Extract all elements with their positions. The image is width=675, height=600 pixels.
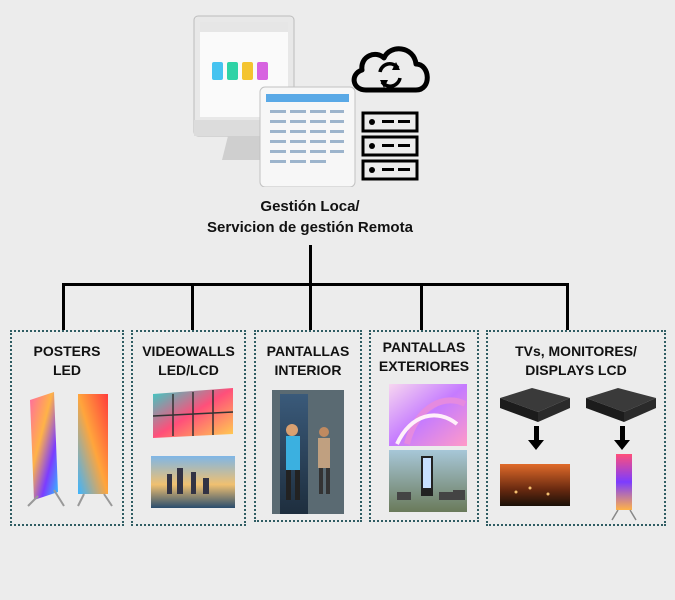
category-box-posters: POSTERS LED — [10, 330, 124, 526]
category-label-line1: PANTALLAS — [266, 343, 350, 359]
category-label-line1: TVs, MONITORES/ — [515, 343, 637, 359]
interior-screen-image — [272, 390, 344, 514]
connector-drop-tvs — [566, 283, 569, 330]
category-box-tvs: TVs, MONITORES/ DISPLAYS LCD — [486, 330, 666, 526]
exterior-screen-image — [389, 384, 467, 512]
category-label-line2: LED/LCD — [158, 362, 219, 378]
category-label-line1: VIDEOWALLS — [142, 343, 235, 359]
tv-monitor-image — [500, 388, 656, 521]
server-icon — [360, 110, 420, 182]
category-label-line2: DISPLAYS LCD — [525, 362, 627, 378]
poster-led-image — [27, 392, 113, 507]
category-box-interior: PANTALLAS INTERIOR — [254, 330, 362, 522]
category-label-line2: INTERIOR — [274, 362, 342, 378]
connector-drop-interior — [309, 283, 312, 330]
category-label-line2: LED — [53, 362, 81, 378]
connector-drop-videowalls — [191, 283, 194, 330]
connector-bar — [62, 283, 569, 286]
header-title-line2: Servicion de gestión Remota — [207, 219, 413, 236]
category-box-exteriores: PANTALLAS EXTERIORES — [369, 330, 479, 522]
cloud-sync-icon — [346, 40, 436, 98]
computer-icon — [190, 12, 360, 188]
header-title-line1: Gestión Loca/ — [260, 198, 360, 215]
videowall-image — [151, 388, 235, 508]
category-label-line1: PANTALLAS — [382, 339, 466, 355]
connector-drop-posters — [62, 283, 65, 330]
connector-drop-exteriores — [420, 283, 423, 330]
category-label-line1: POSTERS — [33, 343, 101, 359]
category-label-line2: EXTERIORES — [378, 358, 470, 374]
category-box-videowalls: VIDEOWALLS LED/LCD — [131, 330, 246, 526]
connector-trunk — [309, 245, 312, 285]
